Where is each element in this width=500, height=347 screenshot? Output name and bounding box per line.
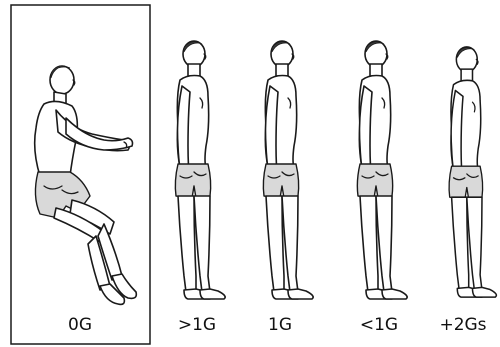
figure-less-than-1g bbox=[357, 41, 407, 299]
label-0g: 0G bbox=[45, 315, 115, 335]
figure-0g bbox=[35, 66, 137, 304]
label-greater-than-1g: >1G bbox=[162, 315, 232, 335]
figure-greater-than-1g bbox=[175, 41, 225, 299]
figure-plus-2gs bbox=[449, 47, 496, 297]
label-plus-2gs: +2Gs bbox=[428, 315, 498, 335]
label-less-than-1g: <1G bbox=[344, 315, 414, 335]
label-1g: 1G bbox=[245, 315, 315, 335]
figure-1g bbox=[263, 41, 313, 299]
